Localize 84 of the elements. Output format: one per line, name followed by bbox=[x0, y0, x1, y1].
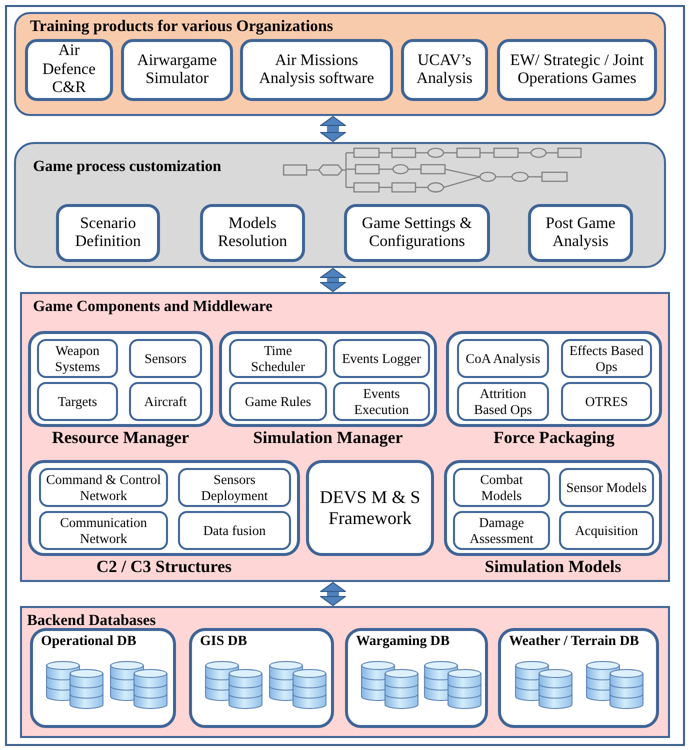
double-arrow bbox=[320, 268, 346, 292]
module-label: Communication Network bbox=[59, 514, 148, 546]
module-label: Acquisition bbox=[575, 522, 638, 538]
group-title: Force Packaging bbox=[493, 428, 615, 448]
module-box bbox=[559, 511, 654, 550]
module-box bbox=[497, 39, 657, 101]
module-box bbox=[25, 39, 113, 101]
module-label: Sensors bbox=[144, 350, 186, 366]
database-panel bbox=[189, 628, 334, 728]
module-label: Air Missions Analysis software bbox=[258, 52, 376, 88]
module-box bbox=[453, 511, 550, 550]
double-arrow bbox=[320, 116, 346, 142]
layer-panel bbox=[14, 142, 666, 268]
module-box bbox=[457, 339, 549, 378]
module-box bbox=[333, 382, 430, 421]
module-box bbox=[178, 511, 291, 550]
module-box bbox=[129, 382, 202, 421]
module-box bbox=[37, 339, 118, 378]
module-label: Game Rules bbox=[244, 394, 312, 410]
group-title: C2 / C3 Structures bbox=[96, 557, 232, 578]
module-label: Weapon Systems bbox=[54, 342, 101, 374]
module-label: Combat Models bbox=[479, 472, 524, 504]
module-label: Models Resolution bbox=[216, 214, 288, 252]
module-label: UCAV’s Analysis bbox=[416, 52, 474, 88]
module-box bbox=[121, 39, 233, 101]
module-label: Effects Based Ops bbox=[568, 342, 645, 374]
module-box bbox=[559, 468, 654, 507]
module-box bbox=[453, 468, 550, 507]
module-label: Data fusion bbox=[203, 522, 266, 538]
module-box bbox=[333, 339, 430, 378]
database-panel bbox=[498, 628, 659, 728]
module-label: Sensors Deployment bbox=[200, 472, 269, 504]
module-label: Sensor Models bbox=[566, 480, 647, 496]
panel-title: Training products for various Organizations bbox=[30, 17, 334, 36]
module-box bbox=[229, 382, 327, 421]
layer-panel bbox=[14, 12, 666, 116]
layer-panel bbox=[20, 606, 670, 738]
module-label: Airwargame Simulator bbox=[136, 52, 218, 88]
framework-label: DEVS M & S Framework bbox=[318, 487, 422, 529]
module-box bbox=[200, 204, 305, 262]
module-box bbox=[561, 382, 652, 421]
database-title: Operational DB bbox=[41, 634, 136, 651]
group-title: Simulation Models bbox=[484, 557, 622, 578]
module-label: OTRES bbox=[585, 394, 628, 410]
module-box bbox=[561, 339, 652, 378]
database-panel bbox=[345, 628, 488, 728]
database-panel bbox=[30, 628, 176, 728]
module-label: Time Scheduler bbox=[250, 342, 306, 374]
module-box bbox=[344, 204, 490, 262]
module-box bbox=[129, 339, 202, 378]
module-box bbox=[528, 204, 633, 262]
group-title: Simulation Manager bbox=[253, 428, 403, 448]
module-label: Scenario Definition bbox=[74, 214, 142, 252]
module-box bbox=[457, 382, 549, 421]
module-label: Post Game Analysis bbox=[544, 214, 616, 252]
module-box bbox=[37, 382, 118, 421]
group-title: Resource Manager bbox=[52, 428, 190, 448]
module-label: Events Execution bbox=[353, 386, 410, 418]
module-label: EW/ Strategic / Joint Operations Games bbox=[509, 52, 645, 88]
module-label: Damage Assessment bbox=[468, 514, 534, 546]
layer-panel bbox=[20, 292, 670, 582]
module-box bbox=[240, 39, 393, 101]
panel-title: Game Components and Middleware bbox=[33, 298, 273, 317]
module-box bbox=[39, 511, 168, 550]
panel-title: Game process customization bbox=[33, 158, 222, 177]
double-arrow bbox=[320, 582, 346, 606]
module-box bbox=[178, 468, 291, 507]
module-label: Aircraft bbox=[144, 394, 187, 410]
module-label: Game Settings & Configurations bbox=[360, 214, 474, 252]
panel-title: Backend Databases bbox=[27, 612, 156, 631]
module-box bbox=[401, 39, 488, 101]
framework-box bbox=[306, 460, 434, 556]
module-label: Events Logger bbox=[342, 350, 422, 366]
module-label: Attrition Based Ops bbox=[472, 386, 534, 418]
module-label: Targets bbox=[58, 394, 98, 410]
module-box bbox=[56, 204, 160, 262]
module-label: CoA Analysis bbox=[466, 350, 540, 366]
module-label: Air Defence C&R bbox=[41, 42, 97, 98]
database-title: Wargaming DB bbox=[356, 634, 450, 651]
database-title: Weather / Terrain DB bbox=[509, 634, 640, 651]
module-box bbox=[229, 339, 327, 378]
module-box bbox=[39, 468, 168, 507]
database-title: GIS DB bbox=[200, 634, 248, 651]
module-label: Command & Control Network bbox=[46, 472, 161, 504]
